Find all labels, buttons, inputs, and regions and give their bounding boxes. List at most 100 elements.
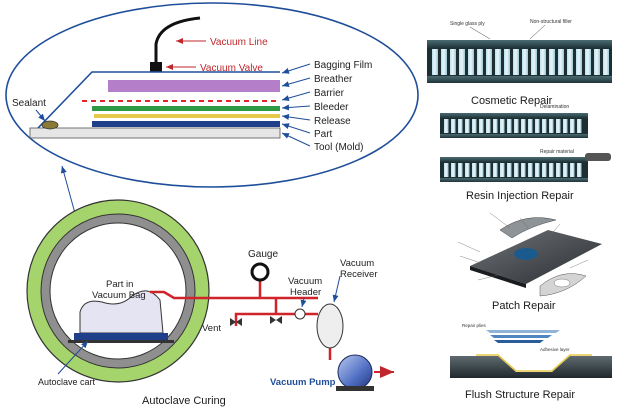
vent-label: Vent: [202, 323, 221, 334]
honeycomb-cell: [535, 119, 540, 133]
part-in-label-1: Part in: [106, 279, 133, 290]
honeycomb-cell: [479, 119, 484, 133]
honeycomb-cell: [444, 119, 449, 133]
honeycomb-cell: [563, 119, 568, 133]
patch-annotation-ticks: [457, 212, 589, 281]
flush-adhesive-layer: [476, 354, 592, 372]
honeycomb-cell: [486, 163, 491, 177]
autoclave-cart: [74, 333, 168, 340]
autoclave-cart-label: Autoclave cart: [38, 377, 96, 387]
vacuum-line-tube: [154, 16, 201, 62]
honeycomb-cell: [542, 119, 547, 133]
vacuum-valve-label: Vacuum Valve: [200, 63, 263, 74]
honeycomb-cell: [549, 49, 555, 75]
resin-label-a: Delamination: [540, 104, 569, 110]
layer-labels: Bagging Film Breather Barrier Bleeder Re…: [281, 60, 372, 153]
honeycomb-cell: [549, 163, 554, 177]
flush-repair-figure: Repair plies Adhesive layer Flush Struct…: [450, 323, 612, 401]
honeycomb-cell: [594, 49, 600, 75]
honeycomb-cell: [450, 49, 456, 75]
header-label-1: Vacuum: [288, 276, 322, 287]
cart-pointer: [57, 340, 89, 375]
bagging-film: [37, 71, 280, 129]
honeycomb-cell: [585, 49, 591, 75]
honeycomb-cell: [514, 163, 519, 177]
layer-label-barrier: Barrier: [314, 88, 345, 99]
resin-panel-2-top: [440, 157, 588, 162]
sealant-label: Sealant: [12, 98, 46, 109]
vacuum-header-icon: [294, 308, 306, 320]
gauge-label: Gauge: [248, 249, 278, 260]
honeycomb-cell: [504, 49, 510, 75]
tool-mold: [29, 127, 281, 139]
honeycomb-cell: [535, 163, 540, 177]
honeycomb-cell: [540, 49, 546, 75]
honeycomb-cell: [522, 49, 528, 75]
honeycomb-cell: [472, 163, 477, 177]
honeycomb-cell: [507, 119, 512, 133]
cosmetic-repair-figure: Single glass ply Non-structural filler C…: [427, 19, 612, 107]
cosmetic-bottom-skin: [427, 76, 612, 83]
resin-caption: Resin Injection Repair: [466, 190, 574, 202]
gauge-icon: [250, 262, 270, 282]
honeycomb-cell: [542, 163, 547, 177]
cosmetic-caption: Cosmetic Repair: [471, 95, 553, 107]
line-valve-icon: [270, 316, 282, 324]
vacuum-pipe-main: [150, 290, 318, 300]
honeycomb-cell: [577, 119, 582, 133]
layer-label-tool: Tool (Mold): [314, 142, 363, 153]
honeycomb-cell: [514, 119, 519, 133]
honeycomb-cell: [477, 49, 483, 75]
honeycomb-cell: [567, 49, 573, 75]
vacuum-pump-label: Vacuum Pump: [270, 377, 336, 388]
resin-panel-1-cells: [444, 119, 582, 133]
honeycomb-cell: [444, 163, 449, 177]
resin-panel-1-top: [440, 113, 588, 118]
honeycomb-cell: [500, 163, 505, 177]
honeycomb-cell: [513, 49, 519, 75]
bagging-ellipse: [5, 2, 419, 188]
header-label-2: Header: [290, 287, 321, 298]
honeycomb-cell: [500, 119, 505, 133]
injection-syringe: [585, 153, 611, 161]
vacuum-receiver-tank: [316, 303, 344, 349]
honeycomb-cell: [570, 119, 575, 133]
sealant-bead: [41, 120, 59, 130]
honeycomb-cell: [556, 163, 561, 177]
honeycomb-cell: [521, 119, 526, 133]
autoclave-diagram: Part in Vacuum Bag Autoclave cart Gauge …: [26, 199, 394, 407]
honeycomb-cell: [451, 163, 456, 177]
flush-caption: Flush Structure Repair: [465, 389, 575, 401]
vacuum-valve-body: [150, 62, 162, 72]
honeycomb-cell: [576, 49, 582, 75]
honeycomb-cell: [493, 163, 498, 177]
honeycomb-cell: [528, 119, 533, 133]
flush-repair-ply-1: [486, 330, 560, 333]
vent-valve-icon: [230, 318, 242, 326]
receiver-label-2: Receiver: [340, 269, 378, 280]
cosmetic-label-a: Single glass ply: [450, 21, 485, 27]
sealant-pointer: [35, 109, 46, 122]
flush-label-b: Adhesive layer: [540, 347, 570, 352]
resin-label-b: Repair material: [540, 149, 574, 155]
flush-laminate: [450, 356, 612, 378]
honeycomb-cell: [493, 119, 498, 133]
honeycomb-cell: [458, 119, 463, 133]
patch-repair-figure: Patch Repair: [457, 212, 602, 312]
honeycomb-cell: [459, 49, 465, 75]
honeycomb-cell: [465, 163, 470, 177]
honeycomb-cell: [507, 163, 512, 177]
cosmetic-honeycomb-cells: [432, 49, 609, 75]
flush-label-a: Repair plies: [462, 323, 487, 328]
honeycomb-cell: [521, 163, 526, 177]
honeycomb-cell: [486, 49, 492, 75]
flush-repair-ply-2: [490, 335, 552, 338]
receiver-label-1: Vacuum: [340, 258, 374, 269]
honeycomb-cell: [577, 163, 582, 177]
honeycomb-cell: [458, 163, 463, 177]
autoclave-caption: Autoclave Curing: [142, 395, 226, 407]
honeycomb-cell: [531, 49, 537, 75]
patch-hole: [514, 248, 538, 260]
flush-repair-ply-3: [494, 340, 544, 343]
